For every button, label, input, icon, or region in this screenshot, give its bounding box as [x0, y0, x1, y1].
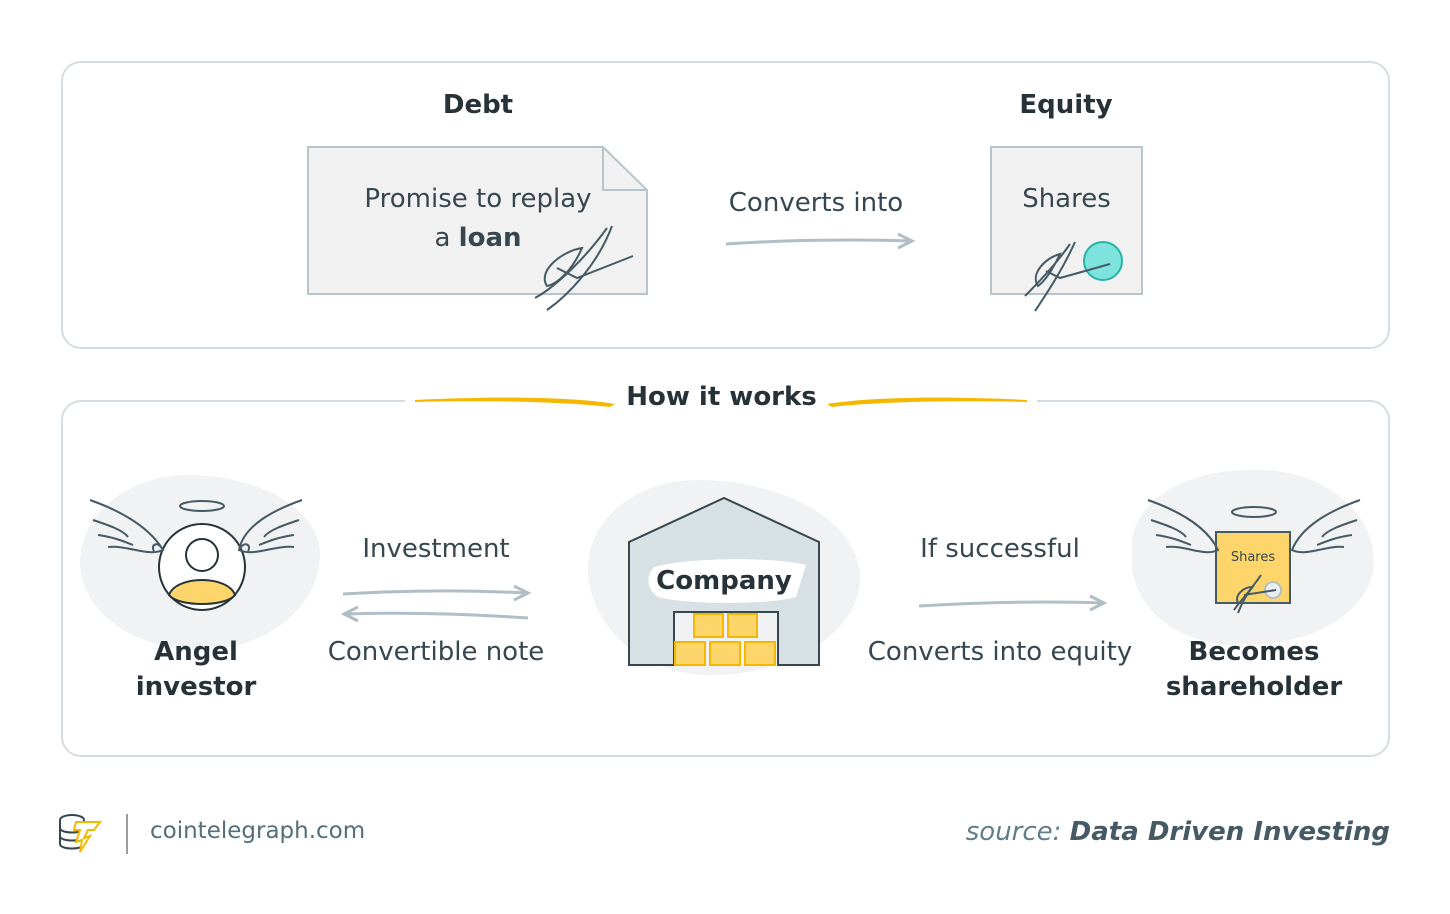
converts-into-label: Converts into	[728, 188, 904, 218]
equity-doc-text: Shares	[1022, 184, 1111, 214]
how-it-works-heading: How it works	[626, 382, 817, 412]
cointelegraph-logo-icon	[59, 814, 102, 853]
investment-arrow-icon	[340, 584, 532, 623]
shareholder-shares-text: Shares	[1230, 550, 1276, 565]
company-label: Company	[656, 566, 792, 596]
heading-gap	[405, 390, 1037, 410]
debt-document: Promise to replay a loan	[307, 146, 649, 311]
shareholder-label-line1: Becomes	[1188, 637, 1320, 667]
converts-arrow-icon	[918, 594, 1108, 612]
debt-equity-panel	[61, 61, 1390, 349]
debt-doc-line2: a loan	[307, 223, 649, 253]
converts-into-equity-label: Converts into equity	[867, 637, 1133, 667]
equity-title: Equity	[1019, 90, 1113, 120]
footer-source-name: Data Driven Investing	[1069, 817, 1390, 847]
signed-shares-certificate-icon	[990, 146, 1143, 312]
footer-source: source: Data Driven Investing	[966, 817, 1390, 847]
angel-investor-icon	[89, 499, 303, 611]
shareholder-label-line2: shareholder	[1165, 672, 1343, 702]
debt-doc-loan: loan	[458, 223, 522, 253]
footer-site: cointelegraph.com	[150, 818, 366, 844]
investment-label: Investment	[362, 534, 510, 564]
debt-doc-line1: Promise to replay	[364, 184, 592, 214]
arrow-right-icon	[725, 232, 916, 250]
signed-document-icon	[307, 146, 648, 311]
angel-label-line2: investor	[135, 672, 257, 702]
angel-shares-icon	[1147, 499, 1361, 614]
heading-swoosh-left	[415, 397, 615, 407]
angel-label-line1: Angel	[154, 637, 238, 667]
debt-title: Debt	[442, 90, 514, 120]
warehouse-icon	[628, 496, 820, 666]
convertible-note-label: Convertible note	[327, 637, 545, 667]
footer-divider	[126, 814, 128, 854]
heading-swoosh-right	[827, 397, 1027, 407]
debt-doc-line2-prefix: a	[434, 223, 459, 253]
equity-document: Shares	[990, 146, 1143, 312]
footer-source-prefix: source:	[965, 817, 1070, 847]
if-successful-label: If successful	[920, 534, 1080, 564]
